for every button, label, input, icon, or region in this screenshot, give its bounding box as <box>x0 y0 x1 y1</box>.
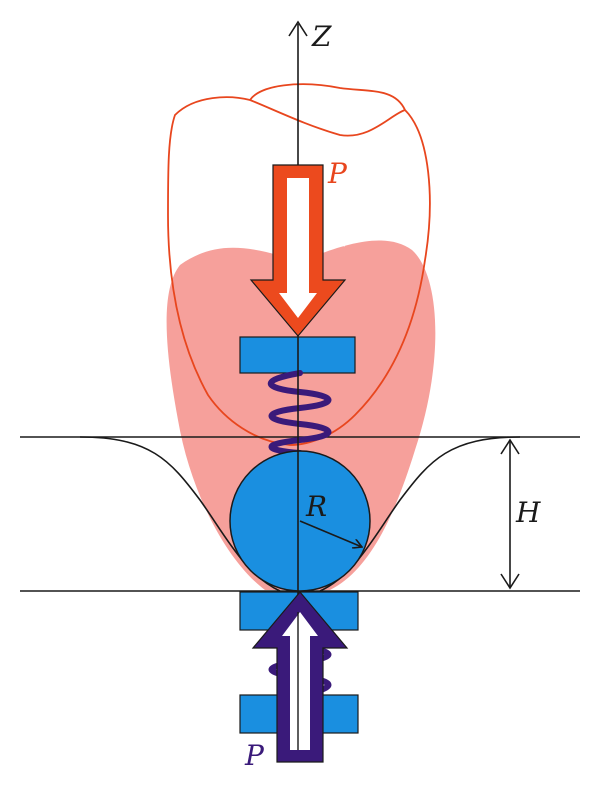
height-label: H <box>515 496 541 529</box>
force-arrow-top-hollow <box>279 178 317 318</box>
height-arrowhead-bottom <box>500 573 520 590</box>
top-spring <box>267 370 332 456</box>
radius-arrow <box>299 520 362 547</box>
outline-tooth-shape <box>167 83 431 446</box>
outline-tooth-crown-dip <box>249 99 406 137</box>
z-axis-arrowhead <box>288 20 308 37</box>
force-bottom-label: P <box>244 739 265 772</box>
height-arrowhead-top <box>500 438 520 455</box>
force-arrow-bottom-hollow <box>282 612 318 750</box>
radius-label: R <box>305 490 327 523</box>
force-top-label: P <box>327 157 348 190</box>
z-axis-label: Z <box>311 20 332 53</box>
